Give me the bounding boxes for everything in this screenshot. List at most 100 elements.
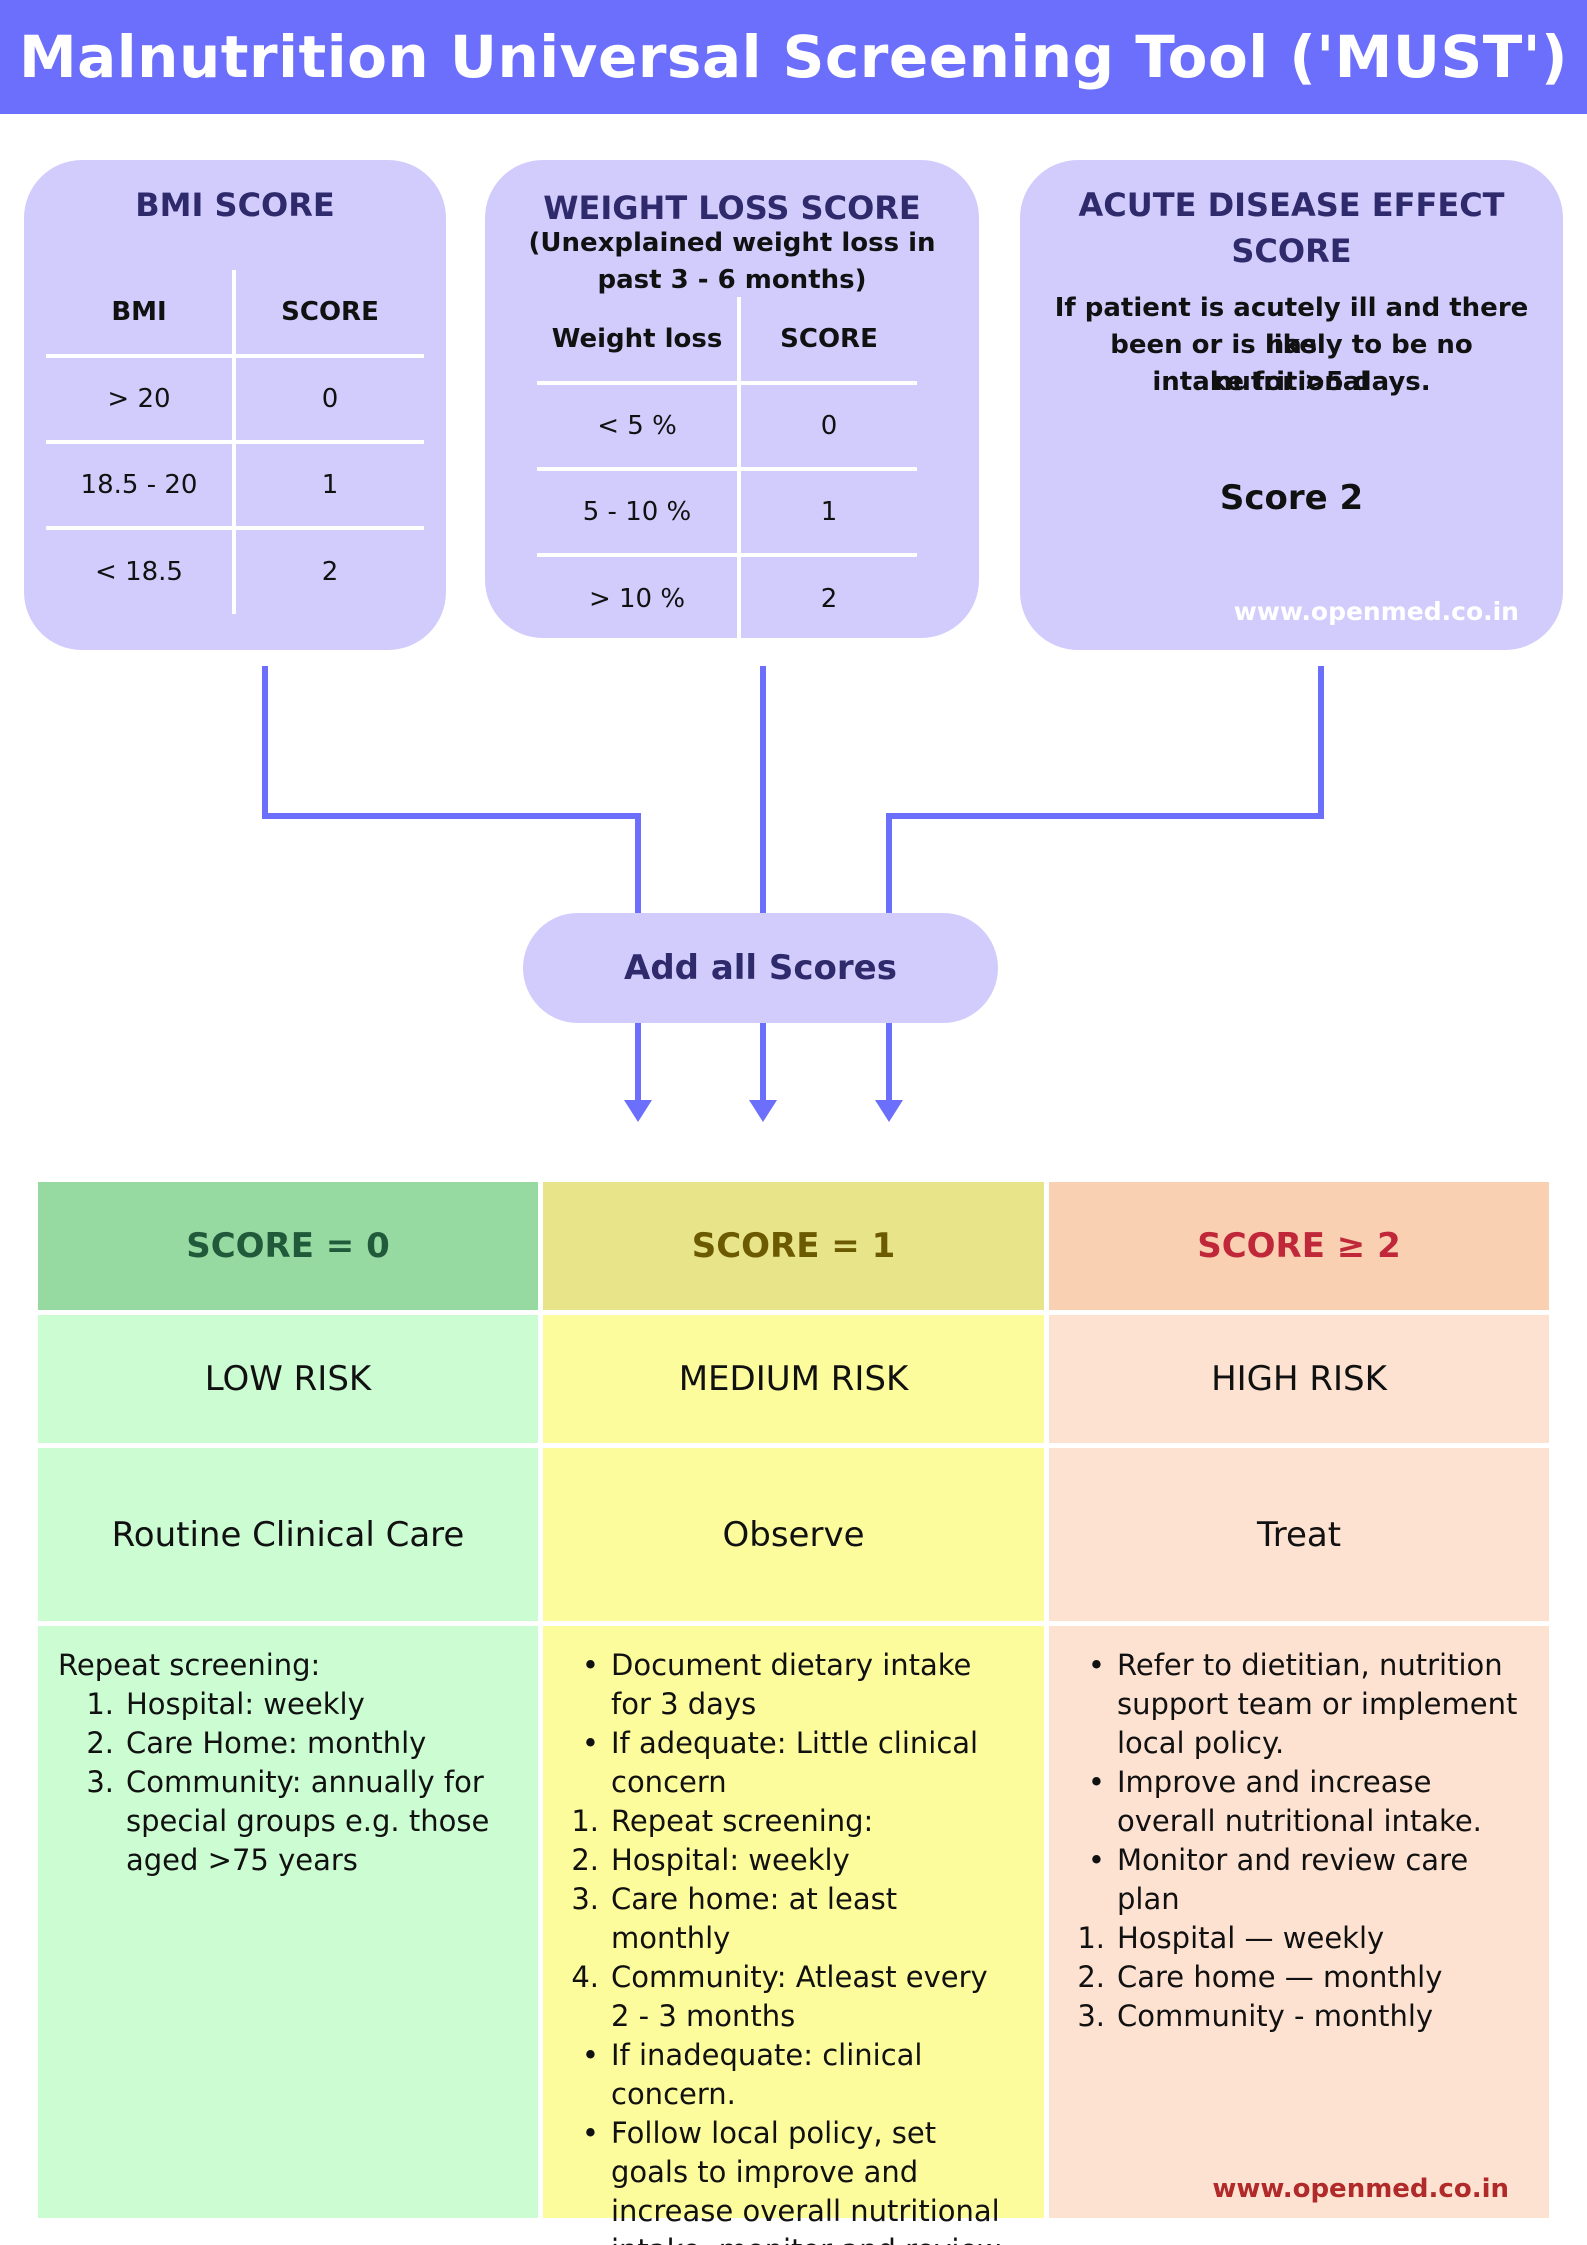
list-marker: • xyxy=(581,1648,599,1682)
list-item: • Document dietary intake for 3 days xyxy=(563,1646,1014,1724)
high-action-label: Treat xyxy=(1256,1514,1342,1555)
medium-risk-cell: MEDIUM RISK xyxy=(543,1315,1044,1443)
high-score-header-label: SCORE ≥ 2 xyxy=(1197,1226,1401,1266)
list-item: • Improve and increase overall nutritiona… xyxy=(1069,1763,1519,1841)
list-item: •Refer to dietitian, nutrition support t… xyxy=(1069,1646,1519,1763)
low-risk-label: LOW RISK xyxy=(204,1359,372,1399)
list-item-text: If inadequate: clinical concern. xyxy=(611,2038,923,2111)
low-risk-details: Repeat screening: 1.Hospital: weekly 2.C… xyxy=(38,1626,538,2218)
add-all-scores-label: Add all Scores xyxy=(624,948,897,988)
connector-acute xyxy=(886,666,1324,913)
table-header-row: BMI SCORE xyxy=(46,270,424,358)
list-item-text: Care home: at least monthly xyxy=(611,1882,898,1955)
watermark: www.openmed.co.in xyxy=(1212,2174,1509,2204)
table-row: > 10 % 2 xyxy=(537,553,917,638)
low-score-header-label: SCORE = 0 xyxy=(186,1226,390,1266)
table-header-score: SCORE xyxy=(234,270,424,358)
weight-loss-score: 2 xyxy=(739,553,917,638)
bmi-score-card: BMI SCORE BMI SCORE > 20 0 18.5 - 20 1 <… xyxy=(24,160,446,650)
list-marker: • xyxy=(1087,1843,1105,1877)
bmi-score: 1 xyxy=(234,440,424,528)
high-risk-label: HIGH RISK xyxy=(1211,1359,1387,1399)
high-score-header: SCORE ≥ 2 xyxy=(1049,1182,1549,1310)
weight-loss-score: 1 xyxy=(739,467,917,555)
weight-card-title: WEIGHT LOSS SCORE xyxy=(543,189,921,227)
bmi-score: 0 xyxy=(234,354,424,442)
list-marker: • xyxy=(581,2116,599,2150)
list-item: • If inadequate: clinical concern. xyxy=(563,2036,1014,2114)
list-number: 2. xyxy=(86,1726,114,1760)
medium-risk-label: MEDIUM RISK xyxy=(678,1359,909,1399)
low-risk-cell: LOW RISK xyxy=(38,1315,538,1443)
table-header-weight-loss: Weight loss xyxy=(537,297,741,385)
arrow-head-3 xyxy=(875,1100,903,1122)
list-item-text: Document dietary intake for 3 days xyxy=(611,1648,972,1721)
list-item: 3. Community: annually for special groups… xyxy=(58,1763,508,1880)
list-marker: 3. xyxy=(1077,1999,1105,2033)
list-item-text: Repeat screening: xyxy=(611,1804,874,1838)
high-risk-cell: HIGH RISK xyxy=(1049,1315,1549,1443)
list-marker: 2. xyxy=(571,1843,599,1877)
list-item: • Monitor and review care plan xyxy=(1069,1841,1519,1919)
acute-score-value: Score 2 xyxy=(1219,478,1364,518)
table-row: > 20 0 xyxy=(46,354,424,442)
bmi-range: > 20 xyxy=(46,354,236,442)
list-item: 2. Care home — monthly xyxy=(1069,1958,1519,1997)
list-item-text: Hospital: weekly xyxy=(611,1843,850,1877)
list-marker: 4. xyxy=(571,1960,599,1994)
list-item: 2. Care Home: monthly xyxy=(58,1724,508,1763)
list-item-text: Community: Atleast every 2 - 3 months xyxy=(611,1960,988,2033)
list-item-text: Monitor and review care plan xyxy=(1117,1843,1469,1916)
table-header-row: Weight loss SCORE xyxy=(537,297,917,385)
list-item-text: Community: annually for special groups e… xyxy=(126,1765,490,1877)
list-item-text: Care home — monthly xyxy=(1117,1960,1443,1994)
list-item: 1.Hospital — weekly xyxy=(1069,1919,1519,1958)
list-marker: 1. xyxy=(571,1804,599,1838)
low-score-header: SCORE = 0 xyxy=(38,1182,538,1310)
flow-connectors xyxy=(262,666,1324,1122)
bmi-range: < 18.5 xyxy=(46,526,236,614)
list-item: •If adequate: Little clinical concern xyxy=(563,1724,1014,1802)
acute-card-text-1: If patient is acutely ill and there has xyxy=(1054,293,1529,360)
table-header-bmi: BMI xyxy=(46,270,236,358)
weight-card-subtitle-1: (Unexplained weight loss in xyxy=(528,228,936,258)
bmi-score: 2 xyxy=(234,526,424,614)
arrow-head-2 xyxy=(749,1100,777,1122)
weight-loss-score-card: WEIGHT LOSS SCORE (Unexplained weight lo… xyxy=(485,160,979,638)
medium-action-cell: Observe xyxy=(543,1448,1044,1621)
list-number: 3. xyxy=(86,1765,114,1799)
high-details-list: •Refer to dietitian, nutrition support t… xyxy=(1069,1646,1519,2036)
table-row: < 5 % 0 xyxy=(537,381,917,469)
list-item-text: Improve and increase overall nutritional… xyxy=(1117,1765,1482,1838)
medium-risk-details: •Document dietary intake for 3 days •If … xyxy=(543,1626,1044,2245)
weight-loss-range: > 10 % xyxy=(537,553,741,638)
table-header-score: SCORE xyxy=(739,297,917,385)
bmi-score-table: BMI SCORE > 20 0 18.5 - 20 1 < 18.5 2 xyxy=(46,270,424,614)
high-risk-details: •Refer to dietitian, nutrition support t… xyxy=(1049,1626,1549,2218)
add-all-scores: Add all Scores xyxy=(523,913,998,1023)
list-marker: • xyxy=(1087,1648,1105,1682)
weight-loss-table: Weight loss SCORE < 5 % 0 5 - 10 % 1 > 1… xyxy=(537,297,917,638)
list-marker: • xyxy=(581,1726,599,1760)
high-action-cell: Treat xyxy=(1049,1448,1549,1621)
list-number: 1. xyxy=(86,1687,114,1721)
acute-card-title-1: ACUTE DISEASE EFFECT xyxy=(1078,186,1505,224)
bmi-range: 18.5 - 20 xyxy=(46,440,236,528)
list-marker: • xyxy=(1087,1765,1105,1799)
table-row: 18.5 - 20 1 xyxy=(46,440,424,528)
low-action-cell: Routine Clinical Care xyxy=(38,1448,538,1621)
weight-card-subtitle-2: past 3 - 6 months) xyxy=(597,265,867,295)
list-item-text: Care Home: monthly xyxy=(126,1726,427,1760)
list-marker: 1. xyxy=(1077,1921,1105,1955)
list-item-text: Hospital: weekly xyxy=(126,1687,365,1721)
list-item: 1. Repeat screening: xyxy=(563,1802,1014,1841)
arrow-head-1 xyxy=(624,1100,652,1122)
acute-card-text-2: been or is likely to be no nutritional xyxy=(1110,330,1473,397)
list-marker: • xyxy=(581,2038,599,2072)
connector-bmi xyxy=(262,666,641,913)
list-item-text: Follow local policy, set goals to improv… xyxy=(611,2116,1001,2245)
medium-details-list: •Document dietary intake for 3 days •If … xyxy=(563,1646,1014,2245)
title-bar: Malnutrition Universal Screening Tool ('… xyxy=(0,0,1587,114)
list-marker: 2. xyxy=(1077,1960,1105,1994)
list-item: 1. Hospital: weekly xyxy=(58,1685,508,1724)
